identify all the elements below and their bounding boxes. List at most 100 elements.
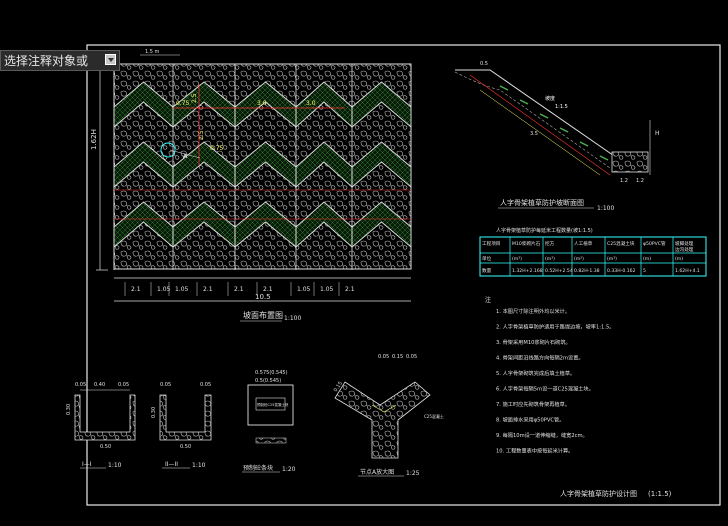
drawing-title: 人字骨架植草防护设计图 [560,489,637,498]
note-item: 7. 施工时应先砌筑骨架再植草。 [496,400,570,408]
notes-block: 注 1. 本图尺寸除注明外均以米计。 2. 人字骨架植草防护适用于路堤边坡，坡率1… [485,296,614,455]
table-cell: (m) [643,256,651,262]
svg-text:0.50: 0.50 [100,444,111,450]
top-label: 1.5 m [145,49,160,55]
section-label-4: H [655,130,660,137]
svg-text:A: A [183,153,188,160]
table-cell: (m³) [607,256,617,262]
prompt-text: 选择注释对象或 [4,54,89,68]
table-title: 人字骨架植草防护每延米工程数量(坡1:1.5) [496,227,593,234]
table-cell: 工程项目 [482,240,500,247]
inner-dim-6: 0.75 [210,145,224,152]
bottom-dim-label: 2.1 [234,286,244,293]
command-prompt[interactable]: 选择注释对象或 [0,50,120,71]
table-cell: (m) [675,256,683,262]
table-cell: C25混凝土块 [607,240,635,247]
table-cell: 0.52H+2.54 [545,268,573,274]
bottom-dim-label: 1.05 [320,286,334,293]
toe-ditch [611,151,649,173]
note-item: 8. 坡面排水采用φ50PVC管。 [496,416,564,424]
table-cell: 5 [643,268,646,274]
note-item: 5. 人字骨架砌筑完成后填土植草。 [496,369,575,377]
table-cell: 坡脚处理 [675,240,694,247]
bottom-dim-label: 1.05 [157,286,171,293]
section-label-3: 1:1.5 [555,104,568,110]
inner-dim-1: 2.5 [191,93,198,103]
section-label-7: 1.2 [636,178,644,184]
section-scale: 1:100 [597,205,614,212]
table-cell: 数量 [482,267,492,274]
table-cell: (m³) [512,256,522,262]
table-cell: 1.62H+4.1 [675,268,700,274]
bottom-dim-label: 1.05 [175,286,189,293]
svg-text:C25混凝土: C25混凝土 [424,413,444,419]
detail-sec2: 0.05 0.05 0.30 0.50 II—II 1:10 [151,382,212,469]
bottom-dim-label: 1.05 [297,286,311,293]
table-cell: (m³) [545,256,555,262]
section-label-6: 1.2 [620,178,628,184]
inner-dim-4: 3.0 [306,100,316,107]
bottom-dim-label: 2.1 [263,286,273,293]
svg-text:0.40: 0.40 [94,382,105,388]
bottom-dim-label: 2.1 [203,286,213,293]
inner-dim-3: 3.0 [257,100,267,107]
detail-sec1: 0.05 0.40 0.05 0.30 0.50 I—I 1:10 [66,382,136,469]
inner-dim-2: 0.75 [176,100,190,107]
drawing-scale: (1:1.5) [648,490,672,498]
svg-text:0.575(0.545): 0.575(0.545) [255,370,288,376]
note-item: 6. 人字骨架每隔5m设一道C25混凝土块。 [496,385,594,393]
bottom-dim-label: 2.1 [131,286,141,293]
bottom-dim-label: 2.1 [345,286,355,293]
elevation-title: 坡面布置图 [243,310,283,320]
svg-text:0.05: 0.05 [160,382,171,388]
svg-text:0.05: 0.05 [118,382,129,388]
svg-text:0.50: 0.50 [180,444,191,450]
section-label-1: 0.5 [480,61,488,67]
total-dimension: 10.5 [255,293,271,301]
sec1-scale: 1:10 [108,462,122,469]
note-item: 10. 工程数量表中按每延米计算。 [496,447,573,455]
node-scale: 1:25 [406,470,420,477]
table-cell: 0.33H-0.162 [607,268,636,274]
section-label-2: 坡度 [545,95,555,102]
table-cell: (m²) [574,256,584,262]
sec2-label: II—II [165,461,178,468]
elevation-scale: 1:100 [284,315,301,322]
note-item: 2. 人字骨架植草防护适用于路堤边坡，坡率1:1.5。 [496,323,614,331]
svg-text:0.05: 0.05 [378,354,389,360]
svg-text:0.15: 0.15 [392,354,403,360]
height-label: 1.62H [90,129,98,150]
block-label: 预制砼条块 [243,464,273,472]
svg-text:0.30: 0.30 [151,407,157,418]
svg-text:0.30: 0.30 [66,404,72,415]
note-item: 9. 每隔10m设一道伸缩缝，缝宽2cm。 [496,431,588,439]
notes-header: 注 [485,296,491,304]
note-item: 1. 本图尺寸除注明外均以米计。 [496,307,570,315]
block-scale: 1:20 [282,466,296,473]
elevation-view: 1.62H 1.5 m 2.1 1.05 1.05 2.1 2.1 2.1 1.05 1.05… [90,49,412,322]
svg-text:0.5(0.545): 0.5(0.545) [255,378,281,384]
note-item: 3. 骨架采用M10浆砌片石砌筑。 [496,338,571,346]
section-view: 0.5 坡度 1:1.5 H 3.5 1.2 1.2 人字骨架植草防护坡断面图 … [454,61,660,212]
sec1-label: I—I [82,461,92,468]
node-a-marker [160,142,176,158]
svg-text:0.15: 0.15 [333,381,344,394]
detail-block: 预制砼C25混凝土块 0.575(0.545) 0.5(0.545) 预制砼条块… [242,370,296,473]
inner-dim-5: 2.5 [198,130,205,140]
note-item: 4. 骨架间距沿线路方向每隔2m设置。 [496,354,584,362]
table-cell: 边沟处理 [675,246,694,253]
svg-text:0.05: 0.05 [200,382,211,388]
detail-node: 0.05 0.15 0.05 0.15 C25混凝土 节点A放大图 1:25 [333,354,444,477]
svg-text:0.05: 0.05 [406,354,417,360]
notes-list: 1. 本图尺寸除注明外均以米计。 2. 人字骨架植草防护适用于路堤边坡，坡率1:1… [496,307,614,455]
svg-text:预制砼C25混凝土块: 预制砼C25混凝土块 [257,402,289,407]
bottom-dimensions: 2.1 1.05 1.05 2.1 2.1 2.1 1.05 1.05 2.1 [124,282,355,296]
sheet-frame [86,44,721,506]
svg-text:0.05: 0.05 [75,382,86,388]
dropdown-arrow-icon[interactable] [105,54,116,65]
sec2-scale: 1:10 [192,462,206,469]
